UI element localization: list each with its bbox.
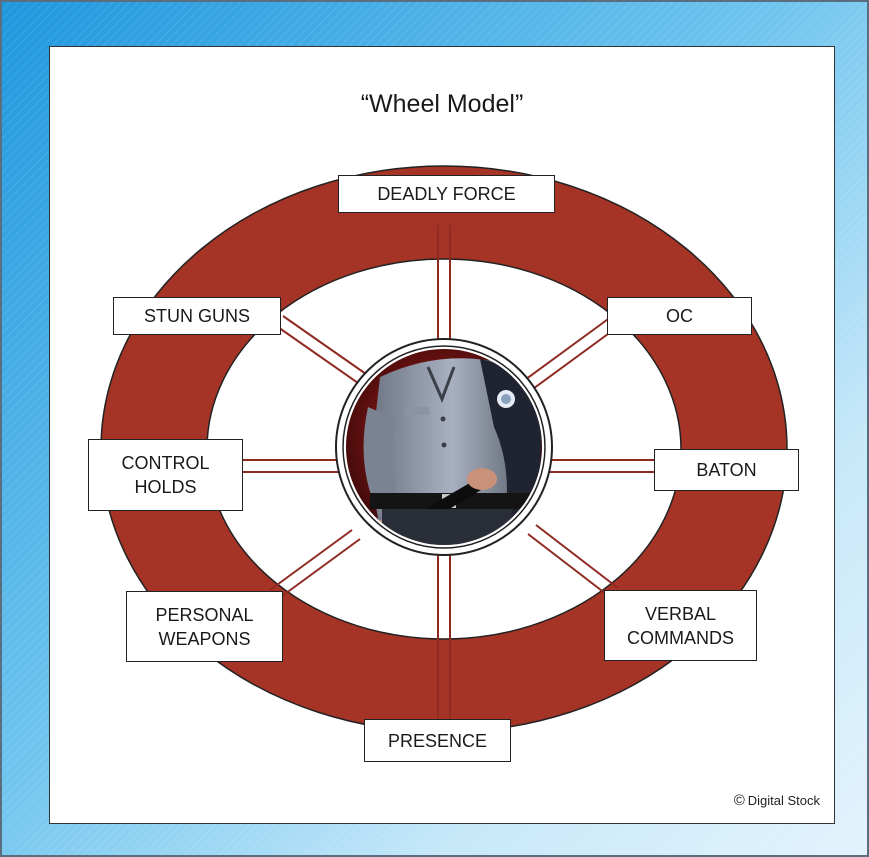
label-deadly-force: DEADLY FORCE xyxy=(338,175,555,213)
officer-photo xyxy=(346,349,542,545)
label-personal-weapons: PERSONAL WEAPONS xyxy=(126,591,283,662)
label-control-holds: CONTROL HOLDS xyxy=(88,439,243,511)
wheel-spokes xyxy=(242,225,654,725)
label-verbal-commands: VERBAL COMMANDS xyxy=(604,590,757,661)
copyright-notice: ©Digital Stock xyxy=(734,792,820,809)
copyright-text: Digital Stock xyxy=(747,793,820,808)
label-stun-guns: STUN GUNS xyxy=(113,297,281,335)
label-oc: OC xyxy=(607,297,752,335)
label-baton: BATON xyxy=(654,449,799,491)
diagram-panel: “Wheel Model” xyxy=(49,46,835,824)
wheel-graphic xyxy=(100,165,788,733)
label-presence: PRESENCE xyxy=(364,719,511,762)
diagram-title: “Wheel Model” xyxy=(360,90,524,118)
copyright-icon: © xyxy=(733,792,745,809)
